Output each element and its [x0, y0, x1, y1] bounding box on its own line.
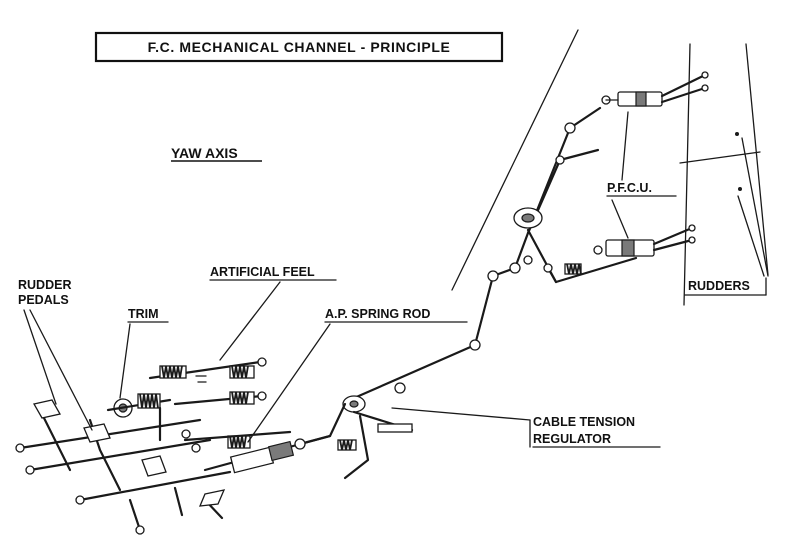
pivot-pin [191, 443, 201, 453]
airframe-outline [451, 29, 769, 306]
diagram-title: F.C. MECHANICAL CHANNEL - PRINCIPLE [148, 39, 451, 55]
label-ap-spring-rod: A.P. SPRING ROD [247, 307, 468, 443]
regulator-lower-link [343, 414, 370, 480]
linkage-spring [566, 263, 582, 275]
pivot-pin [257, 391, 267, 401]
upper-pfcu [601, 71, 709, 107]
pivot-pin [688, 236, 696, 244]
pivot-pin [543, 263, 553, 273]
artificial-feel-leader [219, 281, 281, 361]
upper-pfcu-rod-b [660, 86, 707, 104]
ap-upper-rod [183, 430, 292, 442]
rudder-split-line [679, 151, 761, 164]
title-box: F.C. MECHANICAL CHANNEL - PRINCIPLE [94, 31, 504, 63]
label-rudder-pedals: RUDDER PEDALS [18, 278, 93, 431]
regulator-hub [349, 400, 359, 408]
ap-spring-rod-leader [247, 323, 331, 443]
pivot-pin [701, 71, 709, 79]
trim-label: TRIM [128, 307, 159, 321]
rudder-pedals-label-line2: PEDALS [18, 293, 69, 307]
subtitle-group: YAW AXIS [171, 145, 262, 162]
fin-quadrant-hub [521, 213, 535, 223]
rudders-label: RUDDERS [688, 279, 750, 293]
ap-spring-rod-label: A.P. SPRING ROD [325, 307, 430, 321]
artificial-feel-units [148, 357, 267, 406]
trim-leader [119, 323, 131, 399]
pivot-pin [75, 495, 85, 505]
pfcu-label: P.F.C.U. [607, 181, 652, 195]
pivot-pin [509, 262, 521, 274]
left-pedal[interactable] [32, 399, 62, 419]
right-pedal[interactable] [83, 423, 111, 443]
rudder-pedals-label-line1: RUDDER [18, 278, 71, 292]
rudder-hinge-line [683, 43, 691, 306]
pedal-cross-shaft-lower [28, 438, 212, 472]
regulator-body [377, 423, 413, 433]
upper-pfcu-band [635, 91, 647, 107]
pivot-pin [135, 525, 145, 535]
rudder-lower-point [738, 187, 742, 191]
rudder-pedals-leader-2 [29, 309, 93, 431]
rear-pedal-bracket [198, 489, 226, 507]
pivot-pin [25, 465, 35, 475]
pedal-bellcrank-plate [141, 455, 167, 477]
pivot-pin [15, 443, 25, 453]
lower-pfcu-band [621, 239, 635, 257]
yaw-axis-subtitle: YAW AXIS [171, 145, 238, 161]
rudders-leader-1 [737, 195, 765, 277]
pivot-pin [688, 224, 696, 232]
lower-pfcu-rod-a [652, 226, 694, 246]
rudders-leader-2 [741, 137, 769, 277]
label-trim: TRIM [119, 307, 169, 399]
pivot-pin [469, 339, 481, 351]
pivot-pin [181, 429, 191, 439]
rudder-pedals-leader-1 [23, 309, 57, 405]
pivot-pin [564, 122, 576, 134]
trim-unit [106, 393, 172, 442]
artificial-feel-label: ARTIFICIAL FEEL [210, 265, 315, 279]
rudder-pedals-assembly [15, 399, 232, 535]
label-artificial-feel: ARTIFICIAL FEEL [209, 265, 337, 361]
lower-main-rod [343, 343, 477, 404]
fin-leading-edge-line [451, 29, 579, 291]
lower-pfcu-rod-b [652, 238, 694, 252]
pfcu-leader-upper [621, 111, 629, 181]
pedal-cross-shaft-upper [18, 418, 202, 450]
pedal-rear-shaft [78, 470, 232, 502]
pivot-pin [523, 255, 533, 265]
rudder-trailing-edge-line [745, 43, 769, 276]
upper-pfcu-rod-a [660, 73, 707, 98]
ap-actuator-end [267, 440, 295, 462]
upper-push-rod [513, 106, 602, 270]
pivot-pin [294, 438, 306, 450]
lower-pfcu [593, 224, 696, 257]
pivot-pin [394, 382, 406, 394]
pivot-pin [555, 155, 565, 165]
label-cable-tension: CABLE TENSION REGULATOR [391, 407, 661, 448]
cable-tension-leader [391, 407, 531, 421]
cable-tension-label-line1: CABLE TENSION [533, 415, 635, 429]
ap-spring-rod [183, 430, 332, 474]
pivot-pin [593, 245, 603, 255]
label-rudders: RUDDERS [684, 137, 769, 296]
pivot-pin [701, 84, 709, 92]
upper-linkage [343, 106, 638, 404]
label-pfcu: P.F.C.U. [606, 111, 677, 239]
cable-tension-label-line2: REGULATOR [533, 432, 611, 446]
left-pedal-arm [38, 408, 72, 472]
rudder-upper-point [735, 132, 739, 136]
pivot-pin [257, 357, 267, 367]
cable-tension-regulator [298, 395, 414, 480]
pfcu-leader-lower [611, 199, 629, 239]
ap-actuator-body [229, 446, 275, 474]
pivot-pin [487, 270, 499, 282]
